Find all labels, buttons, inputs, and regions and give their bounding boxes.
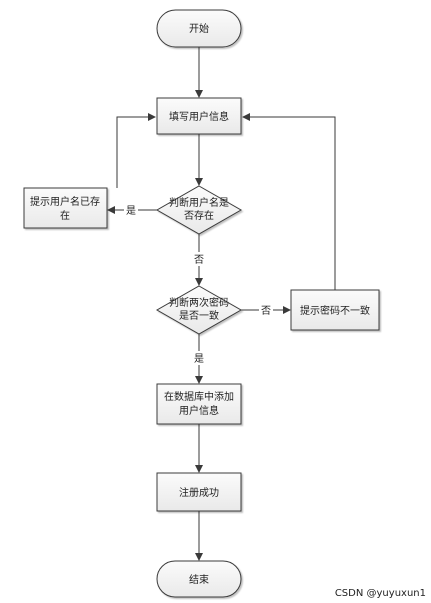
- register-success-label: 注册成功: [179, 486, 219, 499]
- edge-label-name-yes: 是: [126, 205, 136, 217]
- arrowhead: [148, 113, 156, 121]
- edge-label-bg: [124, 203, 138, 217]
- username-exists-node: [23, 187, 108, 229]
- edge-name-exists-to-fill: [116, 116, 148, 188]
- register-success-node: [156, 472, 242, 512]
- edge-label-pwd-yes: 是: [194, 353, 204, 365]
- check-username-label-line2: 否存在: [184, 209, 214, 222]
- edge-pwd-mismatch-to-fill: [250, 116, 336, 290]
- arrowhead: [195, 178, 203, 186]
- arrowhead: [242, 113, 250, 121]
- add-to-database-node: [156, 383, 242, 425]
- fill-user-info-node: [156, 97, 242, 135]
- fill-user-info-label: 填写用户信息: [169, 110, 229, 123]
- password-mismatch-label: 提示密码不一致: [300, 304, 370, 317]
- check-password-label-line1: 判断两次密码: [169, 296, 229, 309]
- edge-label-bg: [191, 351, 207, 365]
- arrowhead: [195, 90, 203, 98]
- add-to-database-label-line2: 用户信息: [179, 404, 219, 417]
- csdn-watermark: CSDN @yuyuxun1: [335, 588, 426, 599]
- edge-label-bg: [191, 252, 207, 266]
- username-exists-label-line2: 在: [60, 210, 70, 222]
- end-node: [156, 560, 242, 598]
- arrowhead: [107, 206, 115, 214]
- arrowhead: [195, 465, 203, 473]
- arrowhead: [195, 553, 203, 561]
- start-node: [156, 9, 242, 48]
- edge-label-name-no: 否: [194, 254, 204, 266]
- check-password-label-line2: 是否一致: [179, 309, 219, 322]
- password-mismatch-node: [290, 289, 380, 331]
- edge-label-bg: [259, 303, 273, 317]
- check-password-decision: [155, 285, 243, 335]
- arrowhead: [195, 376, 203, 384]
- add-to-database-label-line1: 在数据库中添加: [164, 390, 234, 403]
- arrowhead: [283, 306, 291, 314]
- username-exists-label-line1: 提示用户名已存: [30, 195, 100, 208]
- end-node-label: 结束: [189, 573, 209, 586]
- edge-label-pwd-no: 否: [261, 305, 271, 317]
- start-node-label: 开始: [189, 22, 209, 35]
- check-username-label-line1: 判断用户名是: [169, 196, 229, 209]
- arrowhead: [195, 278, 203, 286]
- check-username-decision: [155, 185, 243, 235]
